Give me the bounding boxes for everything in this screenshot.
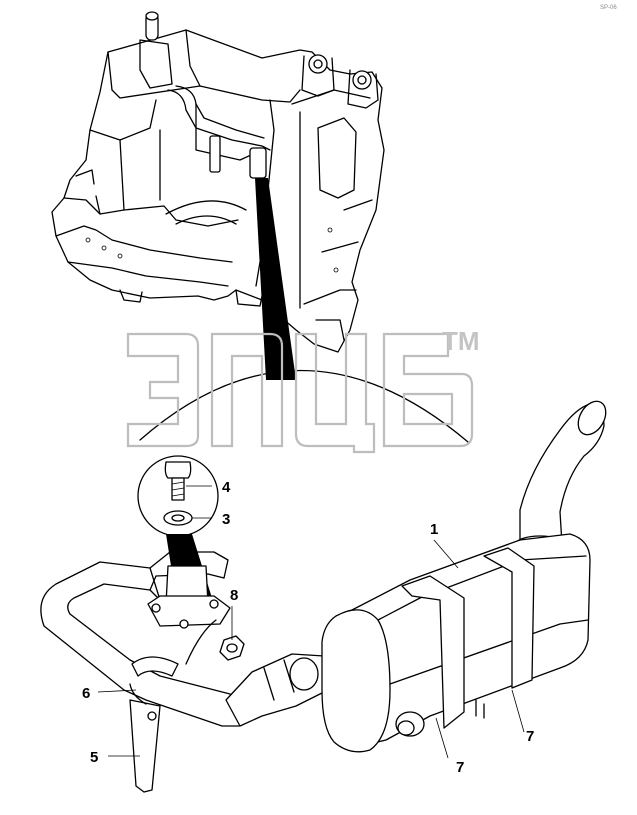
callout-8: 8 [230, 587, 238, 604]
callout-5: 5 [90, 749, 98, 766]
machine-frame [51, 11, 385, 353]
exhaust-pipe-assembly [40, 551, 329, 793]
muffler-strap-rear [483, 547, 535, 689]
callout-1: 1 [430, 521, 438, 538]
pipe-clamp [131, 656, 179, 677]
watermark-tm: TM [442, 326, 480, 356]
corner-code: SP-06 [600, 5, 617, 11]
mounting-bracket [129, 699, 161, 793]
leader-lines [97, 539, 525, 759]
watermark-logo: TM [126, 326, 480, 454]
muffler-strap-front [401, 575, 465, 729]
callout-7-rear: 7 [526, 728, 534, 745]
detail-pointer-wedge [255, 178, 296, 380]
callout-4: 4 [222, 479, 231, 496]
muffler [321, 400, 607, 753]
flange-nut [219, 635, 245, 661]
hardware-detail-bubble [137, 455, 219, 537]
callout-6: 6 [82, 685, 90, 702]
callout-3: 3 [222, 511, 230, 528]
callout-7-front: 7 [456, 759, 464, 776]
detail-boundary-arc [139, 369, 469, 443]
